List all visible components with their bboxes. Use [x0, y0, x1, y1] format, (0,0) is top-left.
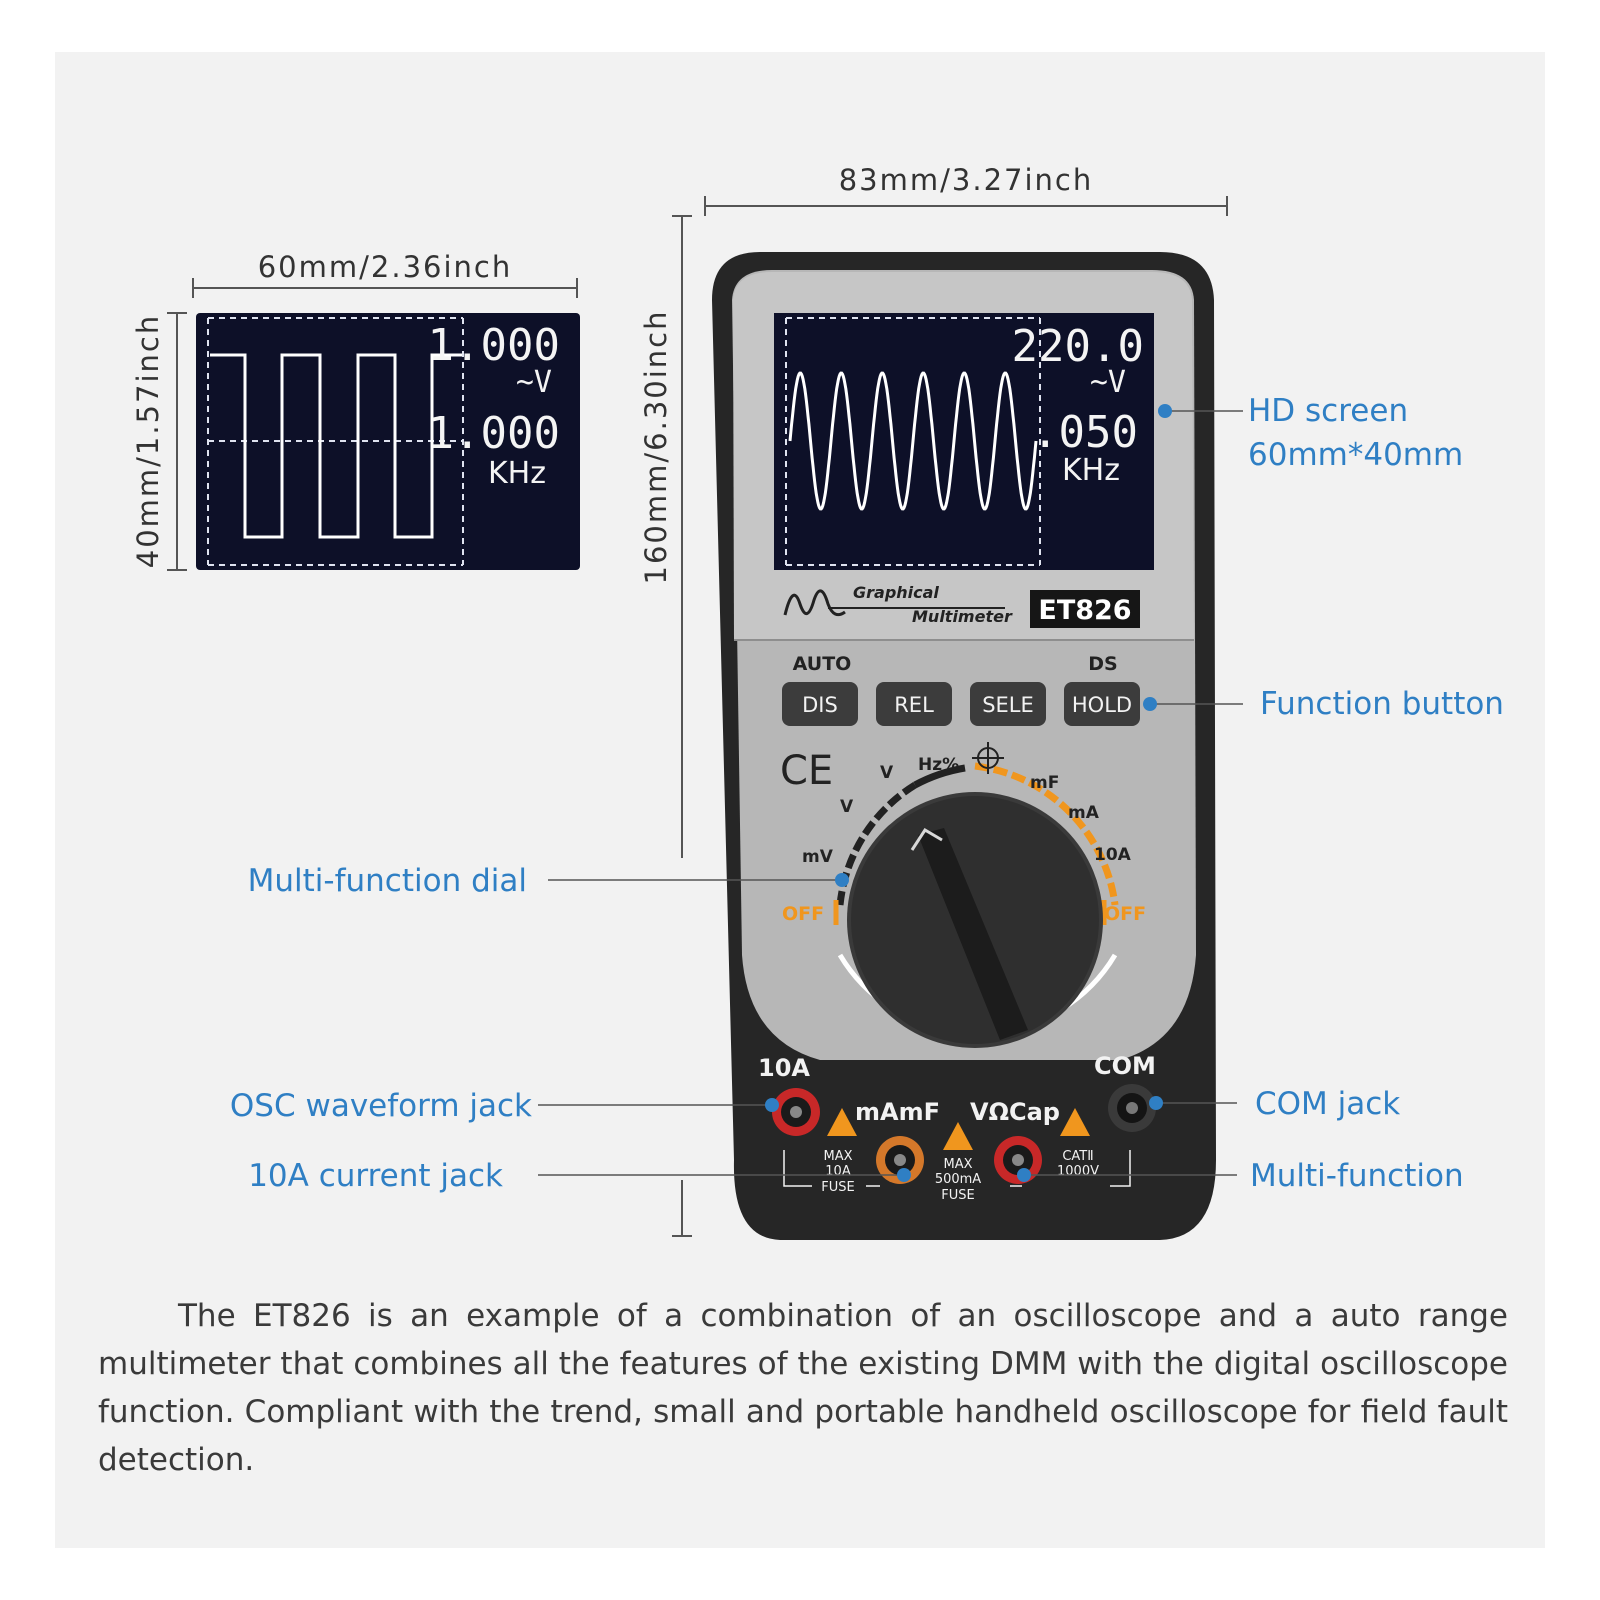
callout-function-button: Function button [1260, 686, 1504, 722]
small-screen-frequency: 1.000 [428, 408, 560, 459]
dis-button-label: DIS [802, 693, 838, 717]
callout-osc-waveform-jack: OSC waveform jack [230, 1088, 532, 1124]
square-wave [210, 353, 462, 539]
small-screen-voltage-unit: ~V [516, 365, 552, 400]
jack-label-mamf: mAmF [855, 1098, 940, 1126]
dial-label-off-left: OFF [782, 903, 824, 925]
small-screen-voltage: 1.000 [428, 320, 560, 371]
dimension-device-height-label: 160mm/6.30inch [639, 310, 673, 585]
brand-area: Graphical Multimeter ET826 [783, 583, 1140, 628]
callout-10a-current-jack: 10A current jack [248, 1158, 503, 1194]
dial-label-off-right: OFF [1104, 903, 1146, 925]
button-top-label-ds: DS [1088, 653, 1117, 675]
spec-fuse-2: FUSE [941, 1188, 974, 1203]
dial-label-10a: 10A [1094, 845, 1132, 865]
jack-label-com: COM [1094, 1052, 1156, 1080]
spec-cat: CATⅡ [1062, 1149, 1093, 1164]
callout-lines [538, 410, 1243, 1176]
osc-waveform-jack[interactable] [772, 1088, 820, 1136]
button-top-label-auto: AUTO [793, 653, 852, 675]
device-screen-frequency-unit: KHz [1062, 453, 1120, 488]
spec-amp-1: 10A [825, 1164, 851, 1179]
dimension-screen-height [167, 312, 187, 571]
dis-button[interactable]: DIS [782, 682, 858, 726]
oscilloscope-mode-icon [972, 742, 1004, 774]
fuse-brackets [783, 1150, 1131, 1187]
dimension-screen-height-label: 40mm/1.57inch [131, 314, 165, 569]
dimension-device-height [672, 215, 692, 1237]
device-screen-voltage-unit: ~V [1090, 365, 1126, 400]
dial-label-v-ac: V [880, 763, 894, 783]
hold-button-label: HOLD [1072, 693, 1132, 717]
hold-button[interactable]: HOLD [1064, 682, 1140, 726]
spec-volt: 1000V [1057, 1164, 1099, 1179]
com-jack[interactable] [1108, 1084, 1156, 1132]
dimension-device-width-label: 83mm/3.27inch [839, 163, 1094, 197]
model-badge: ET826 [1038, 595, 1131, 626]
device-screen-voltage: 220.0 [1012, 321, 1144, 372]
dial-label-ma: mA [1068, 803, 1100, 823]
rel-button-label: REL [894, 693, 934, 717]
dimension-screen-width [192, 278, 578, 298]
brand-line-2: Multimeter [912, 607, 1013, 626]
dial-label-v-dc: V [840, 797, 854, 817]
small-screen-frequency-unit: KHz [488, 456, 546, 491]
device-screen-frequency: .050 [1032, 407, 1138, 458]
callout-dots [765, 404, 1172, 1182]
spec-max-2: MAX [943, 1157, 972, 1172]
dial-label-hz: Hz% [918, 755, 959, 775]
device-screen: 220.0 ~V .050 KHz [774, 313, 1154, 570]
dial-label-mf: mF [1030, 773, 1059, 793]
callout-multi-function: Multi-function [1250, 1158, 1464, 1194]
callout-com-jack: COM jack [1255, 1086, 1400, 1122]
dimension-screen-width-label: 60mm/2.36inch [258, 250, 513, 284]
ce-mark: CE [780, 748, 833, 794]
spec-amp-2: 500mA [935, 1172, 981, 1187]
brand-wave-icon [783, 589, 846, 617]
sele-button[interactable]: SELE [970, 682, 1046, 726]
sele-button-label: SELE [982, 693, 1034, 717]
warning-icon [827, 1108, 1090, 1150]
dial-label-mv: mV [802, 847, 834, 867]
jack-label-vocap: VΩCap [970, 1098, 1060, 1126]
product-description: The ET826 is an example of a combination… [98, 1298, 1508, 1478]
ma-current-jack[interactable] [876, 1136, 924, 1184]
callout-multi-function-dial: Multi-function dial [248, 863, 527, 899]
jack-label-10a: 10A [758, 1054, 810, 1082]
sine-wave [788, 371, 1038, 511]
brand-line-1: Graphical [853, 583, 939, 602]
callout-hd-screen: HD screen [1248, 393, 1408, 429]
rel-button[interactable]: REL [876, 682, 952, 726]
spec-fuse-1: FUSE [821, 1180, 854, 1195]
callout-hd-screen-size: 60mm*40mm [1248, 437, 1463, 473]
dimension-device-width [704, 196, 1228, 216]
spec-max-1: MAX [823, 1149, 852, 1164]
rotary-dial-knob[interactable] [847, 792, 1103, 1048]
small-screen: 1.000 ~V 1.000 KHz [196, 313, 580, 570]
